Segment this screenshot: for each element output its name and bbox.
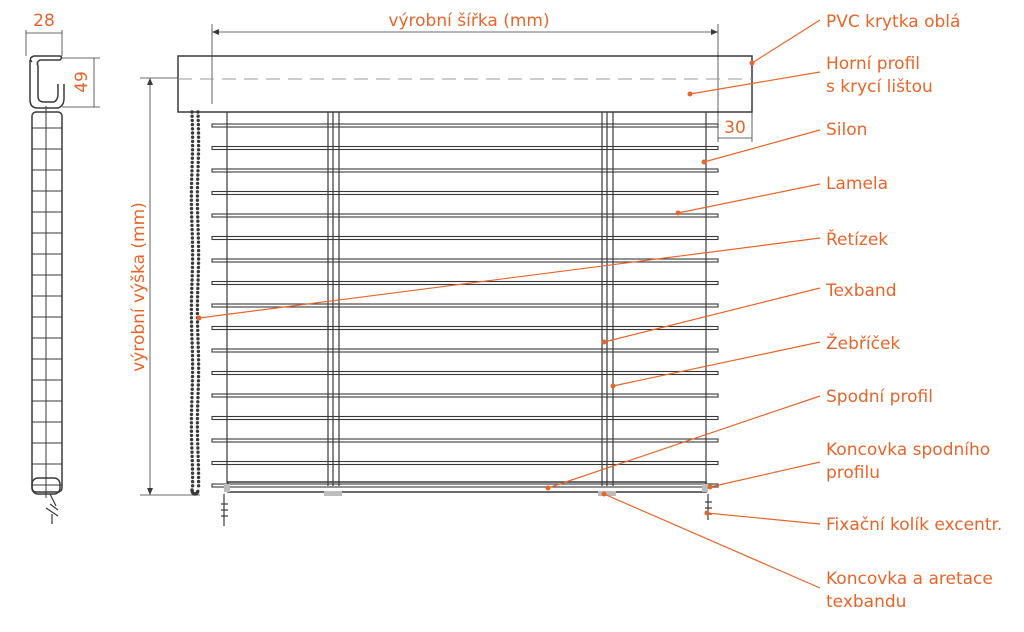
fixing-pin-left — [221, 494, 228, 526]
ladder-tape-left — [327, 112, 340, 486]
callout-bottom-end-cap: Koncovka spodního profilu — [826, 440, 996, 483]
slat — [211, 393, 719, 398]
slat — [211, 123, 719, 128]
side-view: 28 49 — [25, 11, 100, 524]
ladder-tape-right — [601, 112, 614, 486]
callout-cord: Silon — [826, 120, 867, 140]
slat — [211, 145, 719, 151]
side-bottom-rail — [31, 477, 61, 495]
side-headrail-outline — [29, 55, 63, 103]
slat — [211, 213, 719, 218]
height-dimension-label: výrobní výška (mm) — [129, 202, 149, 372]
side-height-dimension: 49 — [72, 71, 92, 93]
overhang-dimension: 30 — [724, 118, 746, 138]
callout-texband: Texband — [825, 281, 897, 301]
slats — [211, 123, 719, 488]
callout-ladder: Žebříček — [826, 332, 900, 354]
slat — [211, 235, 719, 241]
slat — [211, 325, 719, 331]
callout-pvc-cap: PVC krytka oblá — [826, 12, 960, 32]
slat — [211, 438, 719, 443]
slat — [211, 415, 719, 421]
slat — [211, 168, 719, 173]
side-slat-stack — [31, 111, 63, 493]
side-fixing-pin — [45, 493, 59, 524]
fixing-pin-right — [705, 494, 712, 520]
callout-fixing-pin: Fixační kolík excentr. — [826, 515, 1002, 535]
callout-texband-end: Koncovka a aretace texbandu — [826, 569, 998, 612]
slat — [211, 280, 719, 286]
slat — [211, 370, 719, 376]
callout-bottom-profile: Spodní profil — [826, 387, 933, 407]
callout-chain: Řetízek — [826, 228, 888, 250]
callout-top-profile: Horní profil s krycí lištou — [826, 54, 933, 97]
front-view: výrobní šířka (mm) výrobní výška (mm) 30 — [129, 11, 753, 526]
slat — [211, 348, 719, 353]
leader-lines — [196, 19, 821, 589]
slat — [211, 483, 719, 488]
slat — [211, 258, 719, 263]
callout-labels: PVC krytka oblá Horní profil s krycí liš… — [825, 12, 1002, 612]
slat — [211, 303, 719, 308]
width-dimension-label: výrobní šířka (mm) — [388, 11, 549, 31]
side-width-dimension: 28 — [33, 11, 55, 31]
callout-slat: Lamela — [826, 174, 888, 194]
headrail — [177, 55, 753, 113]
slat — [211, 190, 719, 196]
bead-chain — [189, 110, 201, 496]
slat — [211, 460, 719, 466]
